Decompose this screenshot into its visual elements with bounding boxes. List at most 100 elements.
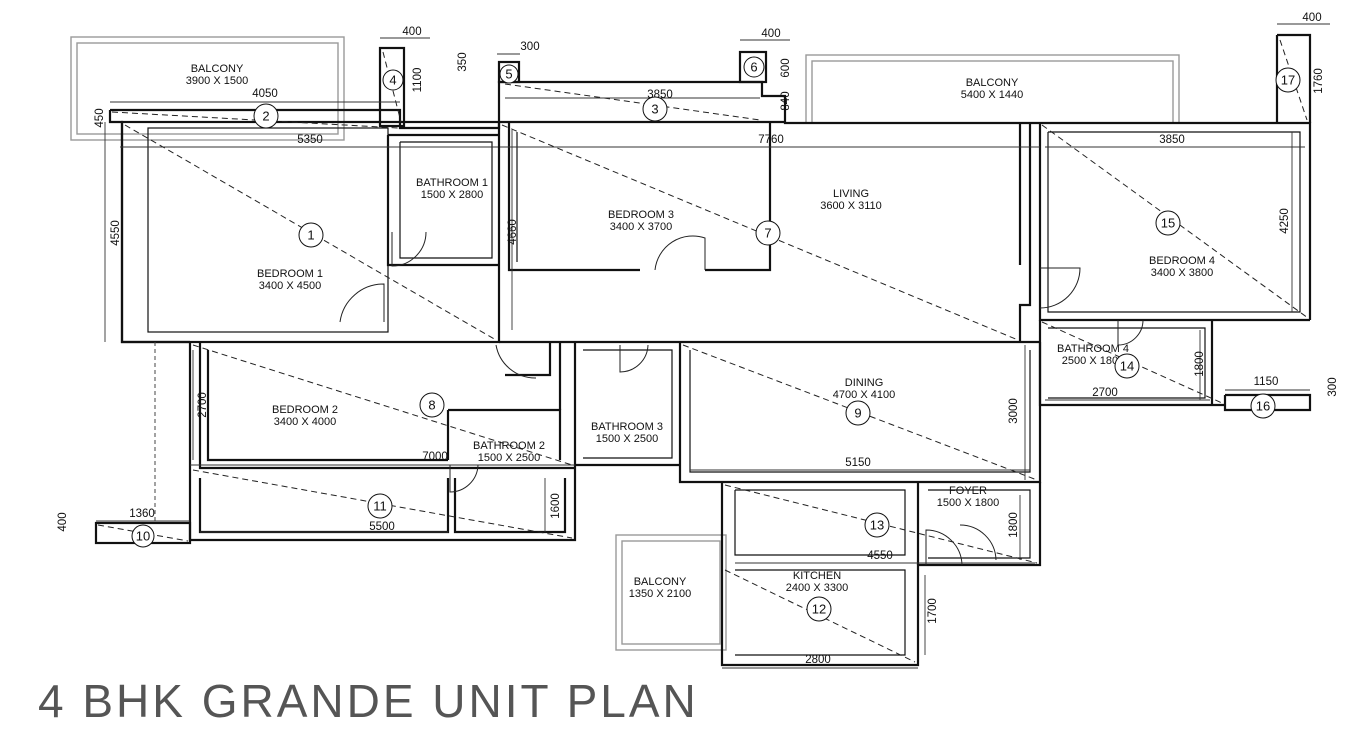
svg-text:15: 15 <box>1161 216 1175 231</box>
dim-840: 840 <box>780 91 792 110</box>
plan-title: 4 BHK GRANDE UNIT PLAN <box>38 675 699 727</box>
marker-16: 16 <box>1250 393 1276 419</box>
balcony-3-size: 1350 X 2100 <box>629 588 691 600</box>
marker-12: 12 <box>806 596 832 622</box>
svg-text:1: 1 <box>307 228 314 243</box>
dim-5350: 5350 <box>297 134 323 146</box>
balcony-2-size: 5400 X 1440 <box>961 89 1023 101</box>
dimension-lines <box>96 23 1330 669</box>
bedroom-4-label: BEDROOM 4 <box>1149 255 1215 267</box>
dim-400-left: 400 <box>57 512 69 531</box>
marker-6: 6 <box>743 56 765 78</box>
marker-8: 8 <box>419 392 445 418</box>
bathroom-1-label: BATHROOM 1 <box>416 177 488 189</box>
dining-label: DINING <box>845 377 884 389</box>
dining-size: 4700 X 4100 <box>833 389 895 401</box>
dim-2800: 2800 <box>805 654 831 666</box>
dim-400-top-left: 400 <box>402 26 421 38</box>
svg-text:7: 7 <box>764 226 771 241</box>
dim-4550-horizontal: 4550 <box>867 550 893 562</box>
dim-300-right: 300 <box>1327 377 1339 396</box>
dim-400-top-mid: 400 <box>761 28 780 40</box>
bedroom-1-size: 3400 X 4500 <box>259 280 321 292</box>
balcony-3-label: BALCONY <box>634 576 687 588</box>
bedroom-2-label: BEDROOM 2 <box>272 404 338 416</box>
foyer-label: FOYER <box>949 485 987 497</box>
dim-7000: 7000 <box>422 451 448 463</box>
marker-5: 5 <box>499 64 519 84</box>
bathroom-2-size: 1500 X 2500 <box>478 452 540 464</box>
dim-2700-horizontal: 2700 <box>1092 387 1118 399</box>
marker-2: 2 <box>253 103 279 129</box>
svg-text:4: 4 <box>389 73 396 88</box>
marker-17: 17 <box>1275 67 1301 93</box>
dim-4550-vertical: 4550 <box>110 220 122 246</box>
dim-1150: 1150 <box>1254 376 1279 388</box>
balcony-2-label: BALCONY <box>966 77 1019 89</box>
bedroom-2-size: 3400 X 4000 <box>274 416 336 428</box>
svg-text:6: 6 <box>750 60 757 75</box>
marker-11: 11 <box>367 493 393 519</box>
svg-text:13: 13 <box>870 518 884 533</box>
balcony-1-size: 3900 X 1500 <box>186 75 248 87</box>
foyer-size: 1500 X 1800 <box>937 497 999 509</box>
marker-13: 13 <box>864 512 890 538</box>
dim-1700: 1700 <box>927 598 939 624</box>
dim-600: 600 <box>780 58 792 77</box>
dim-4250: 4250 <box>1279 208 1291 234</box>
dim-1360: 1360 <box>129 508 155 520</box>
svg-text:11: 11 <box>373 499 387 514</box>
bedroom-1-label: BEDROOM 1 <box>257 268 323 280</box>
marker-3: 3 <box>642 96 668 122</box>
dim-300: 300 <box>520 41 539 53</box>
svg-text:3: 3 <box>651 102 658 117</box>
marker-10: 10 <box>131 524 155 548</box>
bathroom-3-size: 1500 X 2500 <box>596 433 658 445</box>
marker-15: 15 <box>1155 210 1181 236</box>
bedroom-3-size: 3400 X 3700 <box>610 221 672 233</box>
bedroom-4-size: 3400 X 3800 <box>1151 267 1213 279</box>
marker-7: 7 <box>755 220 781 246</box>
svg-text:17: 17 <box>1281 73 1295 88</box>
marker-1: 1 <box>298 222 324 248</box>
room-labels: BALCONY 3900 X 1500 BALCONY 5400 X 1440 … <box>186 63 1215 600</box>
living-label: LIVING <box>833 188 869 200</box>
svg-text:14: 14 <box>1120 359 1134 374</box>
svg-text:2: 2 <box>262 109 269 124</box>
svg-text:9: 9 <box>854 406 861 421</box>
bathroom-3-label: BATHROOM 3 <box>591 421 663 433</box>
dim-4050: 4050 <box>252 88 278 100</box>
dim-1600: 1600 <box>550 493 562 519</box>
dim-2700-vertical: 2700 <box>197 392 209 418</box>
dim-350: 350 <box>457 52 469 71</box>
balcony-1-label: BALCONY <box>191 63 244 75</box>
svg-text:12: 12 <box>812 602 826 617</box>
kitchen-size: 2400 X 3300 <box>786 582 848 594</box>
dim-3850-right: 3850 <box>1159 134 1185 146</box>
dim-5500: 5500 <box>369 521 395 533</box>
marker-14: 14 <box>1114 353 1140 379</box>
svg-text:10: 10 <box>136 529 150 544</box>
dim-450: 450 <box>94 108 106 127</box>
marker-4: 4 <box>382 69 404 91</box>
dim-4660: 4660 <box>507 219 519 245</box>
dim-400-top-right: 400 <box>1302 12 1321 24</box>
bathroom-2-label: BATHROOM 2 <box>473 440 545 452</box>
svg-text:5: 5 <box>505 67 512 82</box>
dim-7760: 7760 <box>758 134 784 146</box>
dim-3000: 3000 <box>1008 398 1020 424</box>
bedroom-3-label: BEDROOM 3 <box>608 209 674 221</box>
dimension-labels: 400 300 400 400 4050 3850 5350 7760 3850… <box>57 12 1339 666</box>
marker-9: 9 <box>845 400 871 426</box>
bathroom-4-size: 2500 X 1800 <box>1062 355 1124 367</box>
bathroom-4-label: BATHROOM 4 <box>1057 343 1129 355</box>
svg-text:16: 16 <box>1256 399 1270 414</box>
svg-text:8: 8 <box>428 398 435 413</box>
door-swings <box>339 231 1144 566</box>
bathroom-1-size: 1500 X 2800 <box>421 189 483 201</box>
dim-1100: 1100 <box>412 68 424 93</box>
dim-1800-foyer: 1800 <box>1008 512 1020 538</box>
dim-1800-bathroom-4: 1800 <box>1194 351 1206 377</box>
dim-1760: 1760 <box>1313 68 1325 94</box>
